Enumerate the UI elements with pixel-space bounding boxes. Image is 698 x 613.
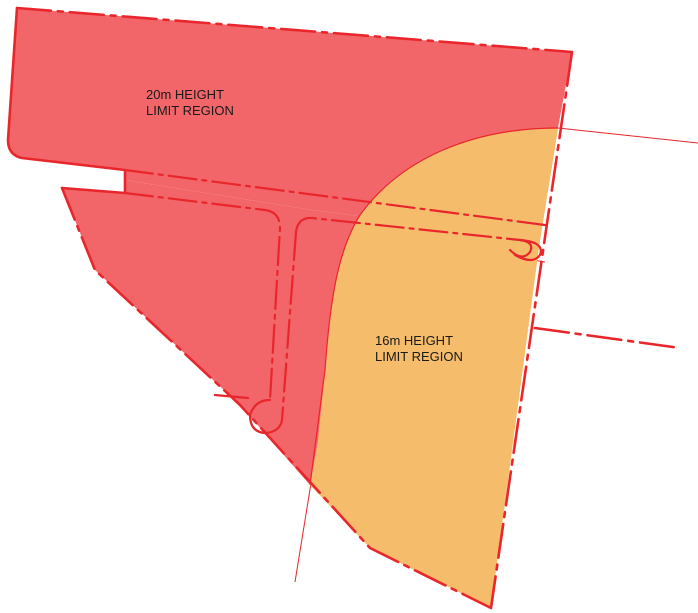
region-20m-label-line2: LIMIT REGION xyxy=(146,103,234,118)
guide-line-east xyxy=(557,127,698,144)
region-16m xyxy=(309,127,559,608)
boundary-north xyxy=(15,6,574,54)
region-20m-label: 20m HEIGHT LIMIT REGION xyxy=(146,87,234,118)
boundary-easement xyxy=(533,326,682,350)
road-network xyxy=(123,168,547,435)
road-south-cul-de-sac xyxy=(248,398,284,435)
boundary-east xyxy=(489,50,574,610)
boundary-west xyxy=(6,6,127,195)
road-inner-edge xyxy=(294,216,522,242)
region-16m-label: 16m HEIGHT LIMIT REGION xyxy=(375,333,463,364)
site-boundary xyxy=(6,6,682,610)
boundary-southwest xyxy=(60,186,493,610)
region-16m-label-line2: LIMIT REGION xyxy=(375,349,463,364)
region-16m-label-line1: 16m HEIGHT xyxy=(375,333,453,348)
road-north-edge xyxy=(123,168,547,227)
road-south-edge xyxy=(123,191,282,402)
region-16m-edge xyxy=(309,127,559,486)
road-east-arm xyxy=(513,238,542,262)
region-20m-label-line1: 20m HEIGHT xyxy=(146,87,224,102)
road-west-spur xyxy=(280,230,298,422)
region-16m-area xyxy=(310,128,558,608)
